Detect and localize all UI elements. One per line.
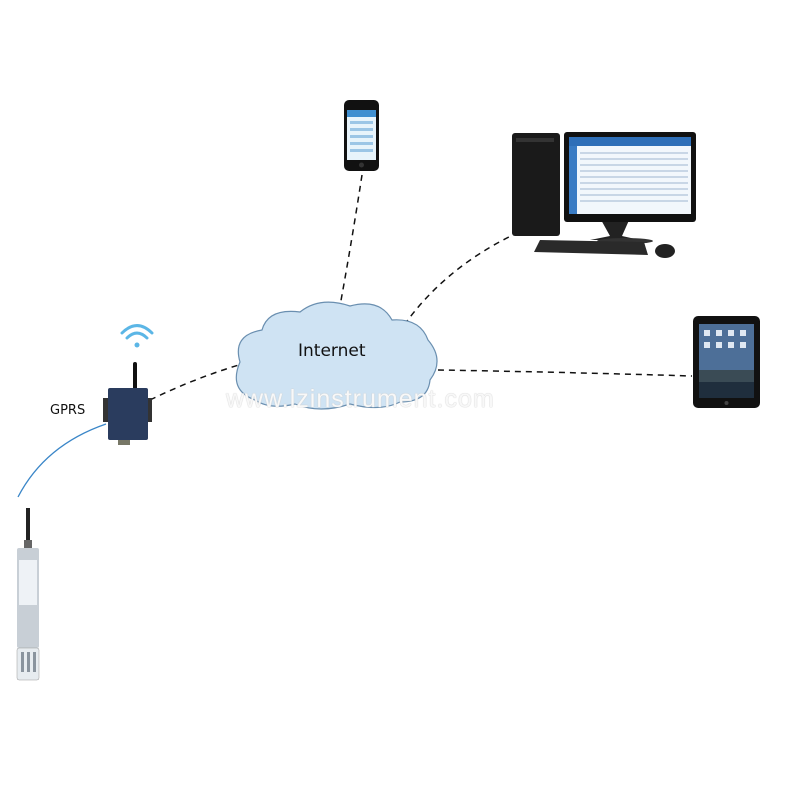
link-cloud-tablet bbox=[437, 369, 693, 377]
tablet-icon bbox=[693, 316, 760, 408]
link-cloud-computer bbox=[397, 233, 516, 335]
link-router-cloud bbox=[149, 363, 243, 401]
internet-cloud bbox=[235, 301, 438, 410]
wifi-icon bbox=[120, 324, 154, 348]
gprs-label: GPRS bbox=[50, 403, 86, 418]
gprs-router-icon bbox=[103, 362, 152, 445]
gprs-link bbox=[17, 423, 107, 498]
internet-label: Internet bbox=[298, 341, 366, 361]
smartphone-icon bbox=[344, 100, 379, 171]
desktop-computer-icon bbox=[512, 132, 696, 258]
link-phone-cloud bbox=[339, 174, 363, 307]
watermark: www.lzinstrument.com bbox=[226, 385, 495, 413]
water-quality-sensor-icon bbox=[16, 508, 40, 681]
